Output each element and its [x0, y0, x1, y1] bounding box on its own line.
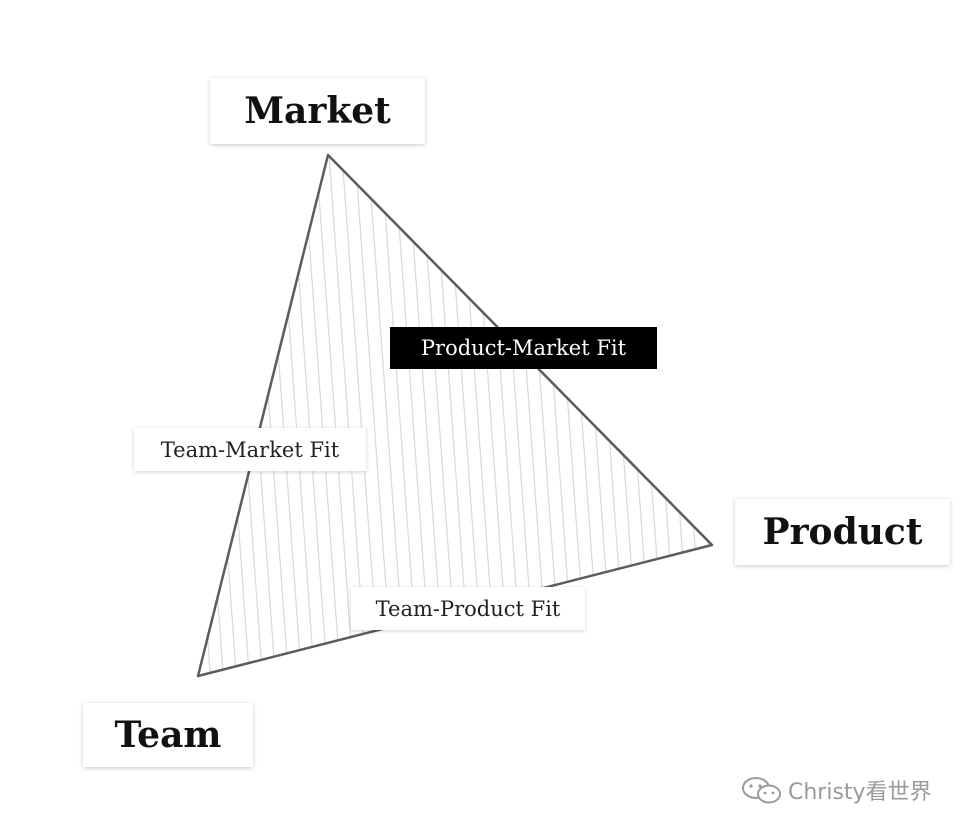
- hatch-line: [198, 155, 213, 676]
- vertex-team: Team: [83, 703, 253, 767]
- edge-product-market-fit: Product-Market Fit: [390, 327, 657, 369]
- hatch-line: [301, 155, 343, 676]
- hatch-line: [288, 155, 330, 676]
- hatch-line: [198, 155, 226, 676]
- hatch-line: [626, 155, 668, 676]
- hatch-line: [639, 155, 681, 676]
- vertex-market-label: Market: [244, 90, 391, 132]
- hatch-line: [198, 155, 200, 676]
- hatch-line: [600, 155, 642, 676]
- vertex-market: Market: [210, 78, 425, 144]
- hatch-line: [678, 155, 712, 676]
- hatch-line: [796, 140, 836, 700]
- hatch-line: [731, 140, 771, 700]
- hatch-line: [665, 155, 707, 676]
- hatch-line: [236, 155, 278, 676]
- hatch-line: [120, 140, 160, 700]
- edge-team-product-fit-label: Team-Product Fit: [375, 596, 561, 621]
- edge-team-market-fit-label: Team-Market Fit: [160, 437, 340, 462]
- hatch-line: [757, 140, 797, 700]
- hatch-line: [314, 155, 356, 676]
- hatch-line: [146, 140, 186, 700]
- hatch-line: [691, 155, 712, 676]
- hatch-line: [783, 140, 823, 700]
- hatch-line: [262, 155, 304, 676]
- hatch-line: [744, 140, 784, 700]
- hatch-line: [770, 140, 810, 700]
- hatch-line: [704, 155, 712, 676]
- hatch-line: [652, 155, 694, 676]
- hatch-line: [249, 155, 291, 676]
- edge-product-market-fit-label: Product-Market Fit: [420, 336, 627, 360]
- vertex-product: Product: [735, 499, 950, 565]
- vertex-product-label: Product: [762, 511, 923, 553]
- watermark-text: Christy看世界: [788, 780, 932, 805]
- edge-team-market-fit: Team-Market Fit: [134, 428, 366, 471]
- hatch-line: [198, 155, 239, 676]
- hatch-line: [133, 140, 173, 700]
- hatch-line: [223, 155, 265, 676]
- hatch-line: [613, 155, 655, 676]
- hatch-line: [587, 155, 629, 676]
- hatch-line: [718, 140, 758, 700]
- vertex-team-label: Team: [114, 714, 222, 756]
- wechat-icon: [742, 777, 781, 804]
- hatch-line: [210, 155, 252, 676]
- watermark: Christy看世界: [740, 774, 932, 806]
- edge-team-product-fit: Team-Product Fit: [351, 587, 585, 630]
